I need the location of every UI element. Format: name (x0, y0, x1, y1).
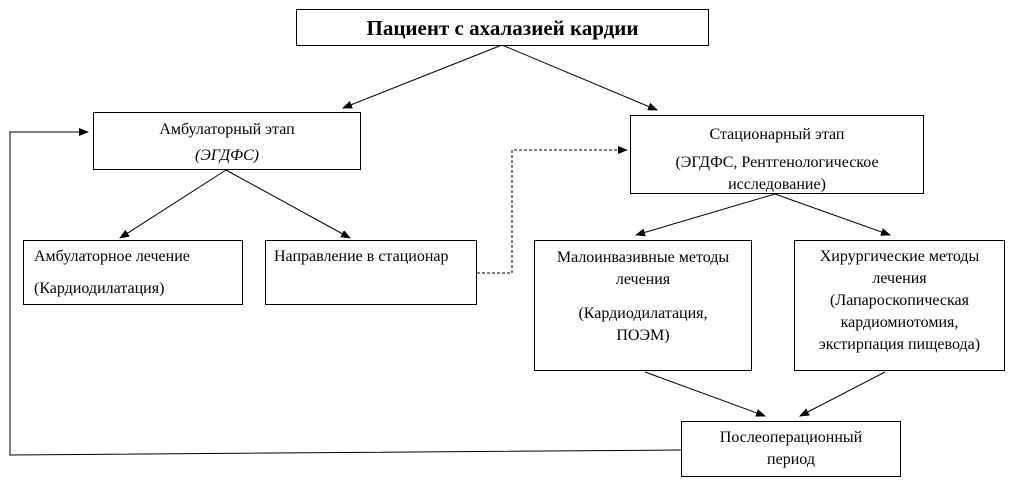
inpatient-stage-detail-2: исследование) (728, 176, 826, 193)
inpatient-stage-node: Стационарный этап (ЭГДФС, Рентгенологиче… (630, 115, 924, 194)
surgical-line-3: (Лапароскопическая (830, 292, 969, 309)
surgical-line-1: Хирургические методы (819, 248, 980, 265)
postop-line-1: Послеоперационный (719, 429, 863, 446)
surgical-line-5: экстирпация пищевода) (818, 336, 981, 353)
root-label: Пациент с ахалазией кардии (366, 16, 639, 40)
outpatient-stage-node: Амбулаторный этап (ЭГДФС) (93, 112, 361, 170)
arrow-surgical-to-postop (799, 371, 886, 417)
postop-line-2: период (767, 451, 815, 468)
referral-node: Направление в стационар (265, 240, 477, 305)
outpatient-stage-detail: (ЭГДФС) (195, 147, 259, 164)
inpatient-stage-detail-1: (ЭГДФС, Рентгенологическое (675, 154, 879, 171)
outpatient-treatment-node: Амбулаторное лечение (Кардиодилатация) (23, 240, 243, 305)
surgical-line-2: лечения (872, 270, 927, 287)
minimally-invasive-line-4: ПОЭМ) (616, 327, 670, 344)
surgical-node: Хирургические методы лечения (Лапароскоп… (794, 240, 1005, 371)
arrow-root-to-inpatient (501, 44, 658, 111)
arrow-inpatient-to-surgical (774, 193, 891, 236)
arrow-minimally-invasive-to-postop (644, 371, 766, 417)
feedback-arrow-postop-to-outpatient (9, 128, 682, 456)
arrow-outpatient-to-treatment (119, 169, 227, 239)
arrow-outpatient-to-referral (225, 169, 351, 239)
referral-label: Направление в стационар (274, 248, 449, 265)
arrow-root-to-outpatient (342, 44, 503, 109)
root-node: Пациент с ахалазией кардии (296, 9, 709, 46)
minimally-invasive-line-1: Малоинвазивные методы (556, 249, 730, 266)
outpatient-treatment-line-2: (Кардиодилатация) (34, 280, 165, 297)
minimally-invasive-node: Малоинвазивные методы лечения (Кардиодил… (534, 240, 752, 371)
postop-node: Послеоперационный период (681, 421, 901, 477)
surgical-line-4: кардиомиотомия, (840, 314, 959, 331)
outpatient-stage-title: Амбулаторный этап (159, 121, 295, 138)
outpatient-treatment-line-1: Амбулаторное лечение (34, 248, 190, 265)
minimally-invasive-line-3: (Кардиодилатация, (578, 305, 708, 322)
dashed-arrow-referral-to-inpatient (477, 146, 628, 274)
inpatient-stage-title: Стационарный этап (709, 126, 845, 143)
minimally-invasive-line-2: лечения (615, 271, 671, 288)
arrow-inpatient-to-minimally-invasive (635, 193, 776, 237)
